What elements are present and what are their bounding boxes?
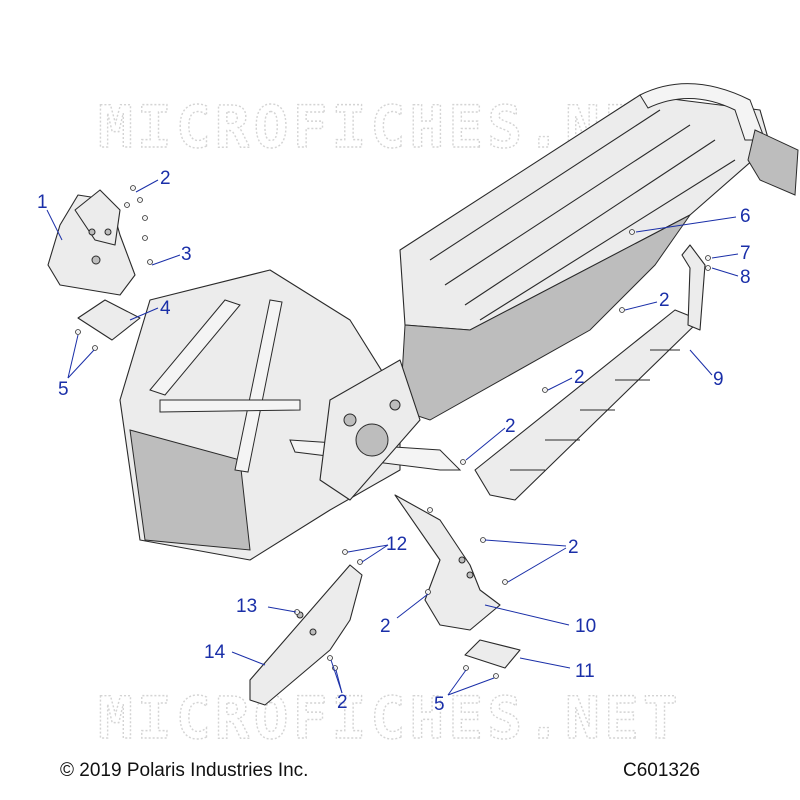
- part-4-plate: [77, 299, 141, 341]
- watermark-bottom: MICROFICHES.NET: [98, 684, 682, 752]
- callout-2-center: 2: [505, 416, 516, 437]
- callout-4: 4: [160, 298, 171, 319]
- callout-2-middle: 2: [574, 367, 585, 388]
- callout-labels: 1 2 3 4 5 6 7 8 2 9 2 2 12 2 13 2 10 14 …: [37, 168, 751, 715]
- callout-2-top-left: 2: [160, 168, 171, 189]
- copyright-text: © 2019 Polaris Industries Inc.: [60, 760, 309, 781]
- callout-2-right-upper: 2: [659, 290, 670, 311]
- callout-9: 9: [713, 369, 724, 390]
- fasteners: [75, 185, 711, 679]
- callout-7: 7: [740, 243, 751, 264]
- part-14-guard: [249, 564, 363, 706]
- snow-flap: [747, 129, 799, 196]
- callout-10: 10: [575, 616, 596, 637]
- part-9-running-board: [474, 244, 706, 501]
- part-10-bracket: [394, 494, 501, 631]
- callout-11: 11: [575, 661, 595, 682]
- callout-2-lower-left: 2: [380, 616, 391, 637]
- callout-5-left: 5: [58, 379, 69, 400]
- callout-6: 6: [740, 206, 751, 227]
- diagram-code: C601326: [623, 760, 701, 781]
- callout-14: 14: [204, 642, 226, 663]
- part-1-plate: [47, 189, 136, 296]
- callout-2-bottom: 2: [337, 692, 348, 713]
- leader-lines: [46, 179, 739, 696]
- chassis-frame: [119, 83, 799, 561]
- callout-12: 12: [386, 534, 407, 555]
- callout-3: 3: [181, 244, 192, 265]
- part-11-plate: [464, 639, 521, 669]
- callout-8: 8: [740, 267, 751, 288]
- callout-1: 1: [37, 192, 48, 213]
- callout-5-bottom: 5: [434, 694, 445, 715]
- callout-2-bracket: 2: [568, 537, 579, 558]
- callout-13: 13: [236, 596, 257, 617]
